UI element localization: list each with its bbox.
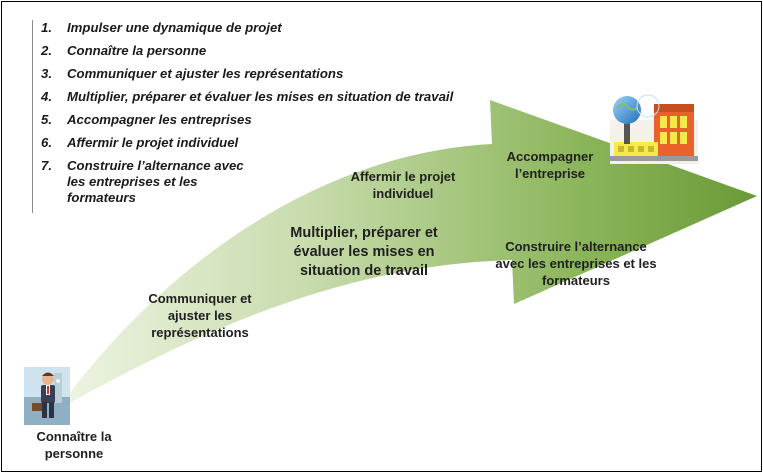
list-item: 1.Impulser une dynamique de projet bbox=[41, 20, 282, 35]
curved-arrow-icon bbox=[57, 100, 757, 410]
list-item: 3.Communiquer et ajuster les représentat… bbox=[41, 66, 344, 81]
list-item: 5.Accompagner les entreprises bbox=[41, 112, 252, 127]
label-multiplier: Multiplier, préparer et évaluer les mise… bbox=[290, 225, 438, 279]
label-accompagner: Accompagner l’entreprise bbox=[506, 149, 594, 181]
label-construire: Construire l’alternance avec les entrepr… bbox=[495, 239, 657, 288]
list-item: 4.Multiplier, préparer et évaluer les mi… bbox=[41, 89, 454, 104]
business-person-icon bbox=[24, 367, 70, 425]
label-affermir: Affermir le projet individuel bbox=[350, 169, 456, 201]
list-item: 7.Construire l’alternance avec les entre… bbox=[41, 158, 244, 205]
label-communiquer: Communiquer et ajuster les représentatio… bbox=[148, 291, 252, 340]
label-connaitre: Connaître la personne bbox=[36, 429, 112, 461]
list-item: 6.Affermir le projet individuel bbox=[41, 135, 239, 150]
list-item: 2.Connaître la personne bbox=[41, 43, 207, 58]
company-building-icon bbox=[610, 94, 698, 164]
numbered-steps-list: 1.Impulser une dynamique de projet 2.Con… bbox=[32, 20, 473, 213]
